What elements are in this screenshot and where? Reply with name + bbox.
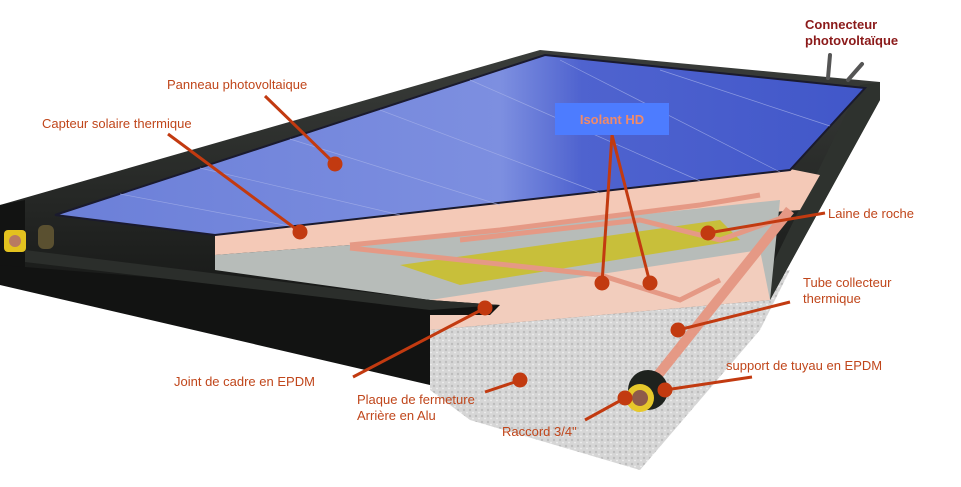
- pv-connector-cables: [826, 53, 864, 82]
- label-plaque-fermeture: Plaque de fermeture Arrière en Alu: [357, 392, 475, 424]
- label-plaque-line2: Arrière en Alu: [357, 408, 436, 423]
- pv-panel: [54, 53, 868, 237]
- copper-pipes: [349, 192, 794, 389]
- label-connecteur: Connecteur photovoltaïque: [805, 17, 898, 49]
- label-plaque-line1: Plaque de fermeture: [357, 392, 475, 407]
- label-laine-de-roche: Laine de roche: [828, 206, 915, 221]
- label-tube-line1: Tube collecteur: [803, 275, 892, 290]
- isolant-hd-badge: Isolant HD: [555, 103, 669, 135]
- label-connecteur-line1: Connecteur: [805, 17, 878, 32]
- left-fitting: [4, 225, 54, 252]
- front-fitting: [626, 370, 668, 412]
- label-capteur-thermique: Capteur solaire thermique: [42, 116, 192, 131]
- label-tube-line2: thermique: [803, 291, 861, 306]
- label-support-tuyau: support de tuyau en EPDM: [726, 358, 883, 373]
- label-tube-collecteur: Tube collecteur thermique: [803, 275, 891, 307]
- rock-wool: [400, 220, 740, 285]
- leader-lines: [167, 94, 826, 422]
- thermal-collector: [215, 165, 820, 255]
- frame-seal: [0, 250, 500, 385]
- label-joint-cadre: Joint de cadre en EPDM: [174, 374, 315, 389]
- label-panneau-pv: Panneau photovoltaique: [167, 77, 308, 92]
- isolant-hd-label: Isolant HD: [579, 111, 645, 127]
- label-connecteur-line2: photovoltaïque: [805, 33, 899, 48]
- label-raccord: Raccord 3/4": [502, 424, 577, 439]
